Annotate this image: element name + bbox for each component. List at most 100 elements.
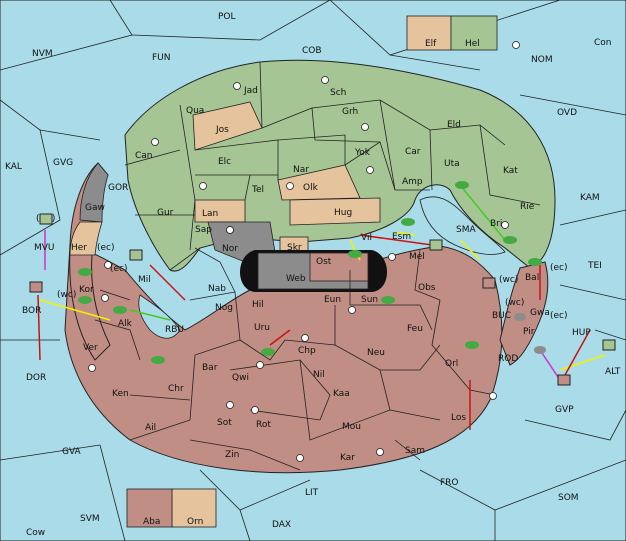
- svg-text:TEI: TEI: [587, 261, 602, 271]
- svg-text:Bar: Bar: [202, 363, 218, 373]
- svg-text:Skr: Skr: [287, 243, 302, 253]
- svg-text:Pir: Pir: [523, 327, 535, 337]
- svg-text:Kat: Kat: [503, 166, 518, 176]
- svg-text:FUN: FUN: [152, 53, 171, 63]
- svg-text:Nil: Nil: [313, 370, 325, 380]
- svg-text:POL: POL: [218, 12, 236, 22]
- svg-text:Eun: Eun: [324, 295, 341, 305]
- svg-text:Chp: Chp: [298, 346, 316, 356]
- svg-text:Chr: Chr: [168, 384, 184, 394]
- svg-text:Sch: Sch: [330, 88, 346, 98]
- svg-text:GVA: GVA: [62, 447, 82, 457]
- svg-text:Obs: Obs: [418, 283, 436, 293]
- svg-text:Bri: Bri: [490, 219, 502, 229]
- svg-text:Los: Los: [451, 413, 466, 423]
- supply-centers: [88, 41, 520, 462]
- svg-text:Gwa: Gwa: [530, 308, 550, 318]
- svg-text:Ver: Ver: [83, 343, 98, 353]
- east-coast-land: [499, 261, 549, 366]
- svg-text:Rie: Rie: [520, 202, 535, 212]
- svg-text:DAX: DAX: [272, 520, 291, 530]
- svg-text:(ec): (ec): [550, 263, 568, 273]
- svg-text:OVD: OVD: [557, 108, 577, 118]
- svg-text:Kar: Kar: [340, 453, 355, 463]
- svg-text:GVG: GVG: [53, 158, 73, 168]
- svg-text:KAL: KAL: [5, 162, 22, 172]
- svg-text:Can: Can: [135, 151, 153, 161]
- svg-text:(wc): (wc): [505, 298, 524, 308]
- labels: POL NVM FUN COB NOM Con OVD KAL GVG KAM …: [5, 12, 621, 538]
- svg-text:Web: Web: [286, 274, 306, 284]
- land-her: [69, 221, 103, 256]
- svg-text:Ken: Ken: [112, 389, 129, 399]
- svg-text:Orl: Orl: [445, 359, 458, 369]
- svg-text:Uta: Uta: [444, 159, 460, 169]
- svg-text:Mil: Mil: [138, 275, 151, 285]
- svg-text:Mel: Mel: [409, 252, 425, 262]
- province-borders: [94, 61, 541, 471]
- svg-text:GVP: GVP: [555, 405, 574, 415]
- svg-text:SMA: SMA: [456, 225, 476, 235]
- svg-text:Nog: Nog: [215, 303, 233, 313]
- svg-text:(ec): (ec): [110, 264, 128, 274]
- svg-text:Rot: Rot: [256, 420, 271, 430]
- svg-text:(ec): (ec): [550, 311, 568, 321]
- svg-text:Uru: Uru: [254, 323, 270, 333]
- svg-text:HUP: HUP: [572, 328, 591, 338]
- svg-text:ALT: ALT: [605, 367, 621, 377]
- svg-text:Sot: Sot: [217, 418, 232, 428]
- svg-text:Jad: Jad: [243, 86, 258, 96]
- legend-bottom-tan: [171, 488, 217, 528]
- svg-text:Neu: Neu: [367, 348, 385, 358]
- svg-text:Eld: Eld: [447, 120, 461, 130]
- svg-text:MVU: MVU: [34, 243, 55, 253]
- legend-top-green: [450, 15, 498, 51]
- svg-text:Orn: Orn: [187, 517, 203, 527]
- svg-text:Zin: Zin: [225, 450, 239, 460]
- svg-text:SOM: SOM: [558, 493, 579, 503]
- svg-text:Grh: Grh: [342, 107, 358, 117]
- units: [29, 181, 616, 386]
- svg-text:RBU: RBU: [165, 325, 184, 335]
- svg-text:Hel: Hel: [465, 39, 480, 49]
- svg-text:LIT: LIT: [305, 488, 319, 498]
- svg-text:BUC: BUC: [492, 311, 511, 321]
- svg-text:KAM: KAM: [580, 193, 600, 203]
- svg-text:COB: COB: [302, 46, 322, 56]
- svg-text:Lan: Lan: [202, 209, 218, 219]
- svg-text:NOM: NOM: [531, 55, 553, 65]
- svg-text:Kaa: Kaa: [333, 389, 350, 399]
- svg-text:Vil: Vil: [361, 233, 372, 243]
- svg-text:GOR: GOR: [108, 183, 128, 193]
- svg-text:Hil: Hil: [252, 300, 264, 310]
- svg-text:Nar: Nar: [293, 165, 309, 175]
- svg-text:Cow: Cow: [26, 528, 45, 538]
- svg-text:Qua: Qua: [186, 106, 204, 116]
- svg-text:BOR: BOR: [22, 306, 41, 316]
- svg-text:Elc: Elc: [218, 157, 231, 167]
- svg-text:Amp: Amp: [402, 177, 423, 187]
- svg-text:Nor: Nor: [222, 244, 238, 254]
- svg-text:Ost: Ost: [316, 257, 332, 267]
- svg-text:SVM: SVM: [80, 514, 100, 524]
- tan-provinces: [171, 15, 452, 528]
- svg-text:Bal: Bal: [525, 273, 539, 283]
- svg-text:Con: Con: [594, 38, 612, 48]
- orders: [37, 184, 606, 430]
- svg-text:Gur: Gur: [157, 208, 174, 218]
- svg-text:DOR: DOR: [26, 373, 46, 383]
- land-hug: [289, 197, 381, 226]
- svg-text:Yok: Yok: [354, 148, 371, 158]
- svg-text:Olk: Olk: [303, 183, 319, 193]
- svg-text:Kor: Kor: [79, 285, 94, 295]
- svg-text:Feu: Feu: [407, 324, 423, 334]
- svg-text:(wc): (wc): [57, 290, 76, 300]
- lake-sma: [419, 196, 506, 255]
- svg-text:Alk: Alk: [118, 319, 133, 329]
- land-olk: [277, 164, 361, 201]
- svg-text:Mou: Mou: [342, 422, 361, 432]
- svg-text:Elf: Elf: [425, 39, 437, 49]
- svg-text:Nab: Nab: [208, 284, 226, 294]
- svg-text:Qwi: Qwi: [232, 373, 249, 383]
